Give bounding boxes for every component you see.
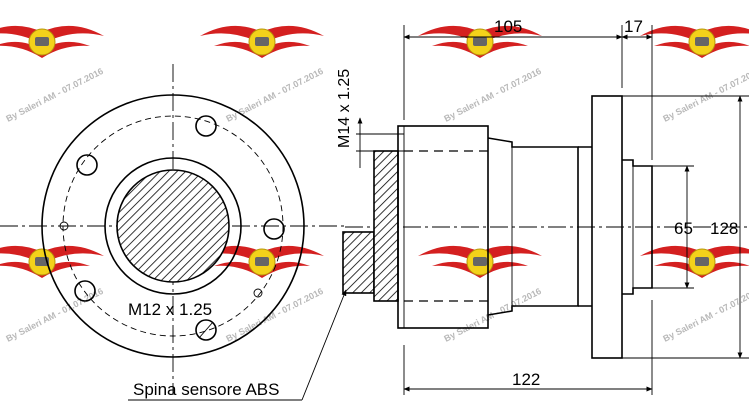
- bearing-housing: [397, 125, 489, 329]
- dim-122-text: 122: [512, 370, 540, 389]
- bolt-hole-2: [76, 154, 98, 176]
- watermark-text-5: By Saleri AM - 07.07.2016: [4, 286, 105, 344]
- hub-pilot-circle: [104, 157, 242, 295]
- dimensions: 105 17 65 128 122 M14 x 1.25 Spina senso…: [128, 17, 749, 401]
- dim-105-text: 105: [494, 17, 522, 36]
- bolt-hole-5-slash: [198, 321, 214, 339]
- side-view: [342, 95, 749, 359]
- front-view: M12 x 1.25: [0, 64, 345, 395]
- wheel-pilot: [622, 159, 653, 295]
- watermark-logo-4: [639, 25, 749, 59]
- hub-bore-hatched: [116, 169, 230, 283]
- pin-hole-left: [59, 221, 69, 231]
- watermark-text-3: By Saleri AM - 07.07.2016: [442, 66, 543, 124]
- watermark-logo-2: [199, 25, 325, 59]
- thread-side-label: M14 x 1.25: [336, 69, 353, 148]
- thread-front-label: M12 x 1.25: [128, 300, 212, 319]
- watermark-logo-5: [0, 245, 105, 279]
- abs-sensor-pin: [342, 231, 375, 294]
- watermark-text-2: By Saleri AM - 07.07.2016: [224, 66, 325, 124]
- watermark-text-6: By Saleri AM - 07.07.2016: [224, 286, 325, 344]
- dim-17-text: 17: [624, 17, 643, 36]
- bolt-hole-5: [195, 319, 217, 341]
- watermark-logo-3: [417, 25, 543, 59]
- bolt-hole-3: [263, 218, 285, 240]
- watermark-logo-7: [417, 245, 543, 279]
- wheel-flange: [591, 95, 623, 359]
- watermark-text-1: By Saleri AM - 07.07.2016: [4, 66, 105, 124]
- hub-body: [487, 137, 579, 316]
- bolt-hole-1: [195, 115, 217, 137]
- dim-128-text: 128: [710, 219, 738, 238]
- hub-neck: [578, 146, 592, 307]
- abs-leader: [301, 289, 347, 401]
- pin-hole-right: [253, 288, 263, 298]
- flange-outer-circle: [41, 94, 305, 358]
- watermark-logo-1: [0, 25, 105, 59]
- watermark-logo-8: [639, 245, 749, 279]
- watermark-text-4: By Saleri AM - 07.07.2016: [661, 66, 749, 124]
- threaded-stub: [373, 150, 399, 302]
- abs-sensor-label: Spina sensore ABS: [133, 380, 279, 399]
- dim-65-text: 65: [674, 219, 693, 238]
- bolt-hole-4: [74, 280, 96, 302]
- watermark-text-8: By Saleri AM - 07.07.2016: [661, 286, 749, 344]
